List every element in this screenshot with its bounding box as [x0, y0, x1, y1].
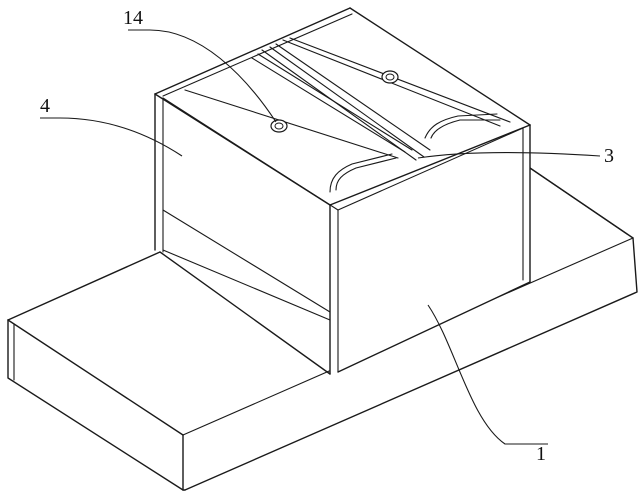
screw-left-icon	[270, 119, 288, 133]
leader-4	[40, 117, 183, 157]
leader-lines	[40, 29, 601, 445]
base-plate	[7, 167, 638, 491]
reference-labels: 14 4 3 1	[40, 7, 614, 465]
leader-14	[128, 29, 277, 123]
screws	[270, 70, 399, 133]
leader-1	[427, 304, 548, 445]
label-3: 3	[604, 145, 614, 167]
label-14: 14	[123, 7, 143, 29]
label-4: 4	[40, 95, 50, 117]
leader-3	[417, 151, 601, 159]
top-rails	[184, 37, 511, 193]
screw-right-icon	[381, 70, 399, 84]
label-1: 1	[536, 443, 546, 465]
